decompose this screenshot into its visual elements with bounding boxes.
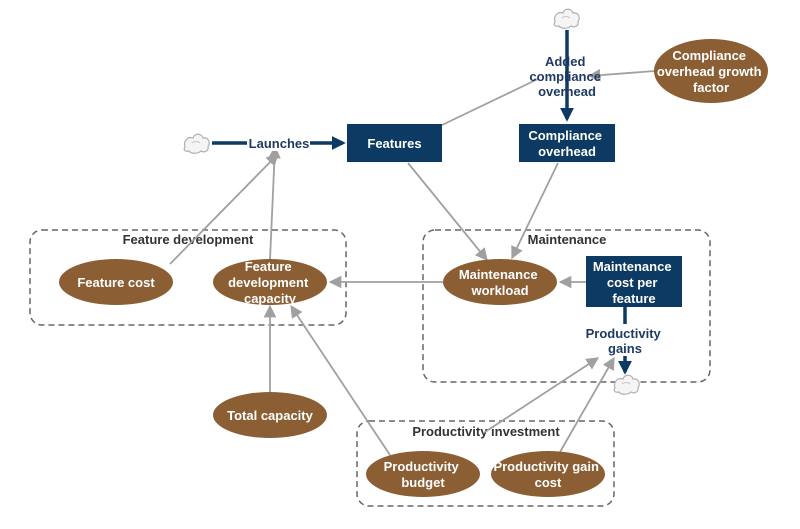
link-compliance-to-workload [511,162,559,260]
variable-productivity-budget[interactable]: Productivity budget [366,451,480,497]
variable-label-capacity-line3: capacity [244,291,297,306]
svg-text:Productivity gains: Productivity gains [586,326,665,356]
variable-label-total-capacity: Total capacity [227,408,314,423]
link-featurecost-to-launches [169,153,279,265]
flow-label-gains-line2: gains [608,341,642,356]
link-capacity-to-launches [268,145,281,261]
svg-text:Feature development: Feature development capacity [228,259,312,306]
link-growth-to-added [587,68,656,82]
variable-productivity-gain-cost[interactable]: Productivity gain cost [491,451,605,497]
flow-label-added-line2: compliance [529,69,601,84]
group-productivity-investment: Productivity investment [356,420,615,507]
flow-label-launches: Launches [249,136,310,151]
flow-label-added-line1: Added [545,54,586,69]
variable-label-growth-line3: factor [693,80,729,95]
variable-compliance-overhead-growth-factor[interactable]: Compliance overhead growth factor [654,39,768,103]
group-label-maintenance: Maintenance [528,232,607,247]
variable-label-growth-line2: overhead growth [657,64,762,79]
variable-label-capacity-line2: development [228,275,309,290]
link-gaincost-to-gains [559,356,615,453]
stock-maintenance-cost-per-feature[interactable]: Maintenance cost per feature [586,256,682,307]
variable-label-workload-line1: Maintenance [459,267,538,282]
svg-text:Productivity gain cost: Productivity gain cost [493,459,602,490]
variable-label-gaincost-line2: cost [535,475,562,490]
group-maintenance: Maintenance [422,229,711,383]
variable-feature-development-capacity[interactable]: Feature development capacity [213,259,327,306]
stock-label-compliance-line2: overhead [538,144,596,159]
stock-label-mcpf-line1: Maintenance [593,259,672,274]
group-feature-development: Feature development [29,229,347,326]
flow-label-added-line3: overhead [538,84,596,99]
variable-label-workload-line2: workload [470,283,528,298]
flow-productivity-gains: Productivity gains [583,306,669,395]
variable-label-gaincost-line1: Productivity gain [493,459,599,474]
svg-text:Added compliance o: Added compliance overhead [529,54,604,99]
variable-label-feature-cost: Feature cost [77,275,155,290]
svg-text:Maintenance workload: Maintenance workload [459,267,541,298]
variable-feature-cost[interactable]: Feature cost [59,259,173,305]
variable-label-growth-line1: Compliance [672,48,746,63]
stock-compliance-overhead[interactable]: Compliance overhead [519,124,615,162]
cloud-icon [613,374,640,395]
stock-label-mcpf-line2: cost per [607,275,658,290]
variable-label-budget-line1: Productivity [384,459,460,474]
svg-text:Maintenance cost per: Maintenance cost per feature [593,259,675,306]
link-budget-to-gains [484,357,600,433]
stock-label-features: Features [367,136,421,151]
link-features-to-workload [407,162,488,261]
flow-label-gains-line1: Productivity [586,326,662,341]
svg-text:Productivity budget: Productivity budget [384,459,463,490]
variable-total-capacity[interactable]: Total capacity [213,392,327,438]
stock-features[interactable]: Features [347,124,442,162]
cloud-icon [183,133,210,154]
information-links [169,68,656,456]
stock-label-mcpf-line3: feature [612,291,655,306]
cloud-icon [553,8,580,29]
group-label-feature-development: Feature development [123,232,254,247]
variable-label-budget-line2: budget [401,475,445,490]
flow-added-compliance-overhead: Added compliance overhead [529,8,604,122]
svg-text:Compliance overhead grow: Compliance overhead growth factor [657,48,765,95]
link-features-to-added [441,78,539,126]
stock-label-compliance-line1: Compliance [528,128,602,143]
svg-text:Compliance overhead: Compliance overhead [528,128,605,159]
flow-launches: Launches [183,133,346,154]
variable-label-capacity-line1: Feature [245,259,292,274]
variable-maintenance-workload[interactable]: Maintenance workload [443,259,557,305]
link-budget-to-capacity [290,304,391,456]
